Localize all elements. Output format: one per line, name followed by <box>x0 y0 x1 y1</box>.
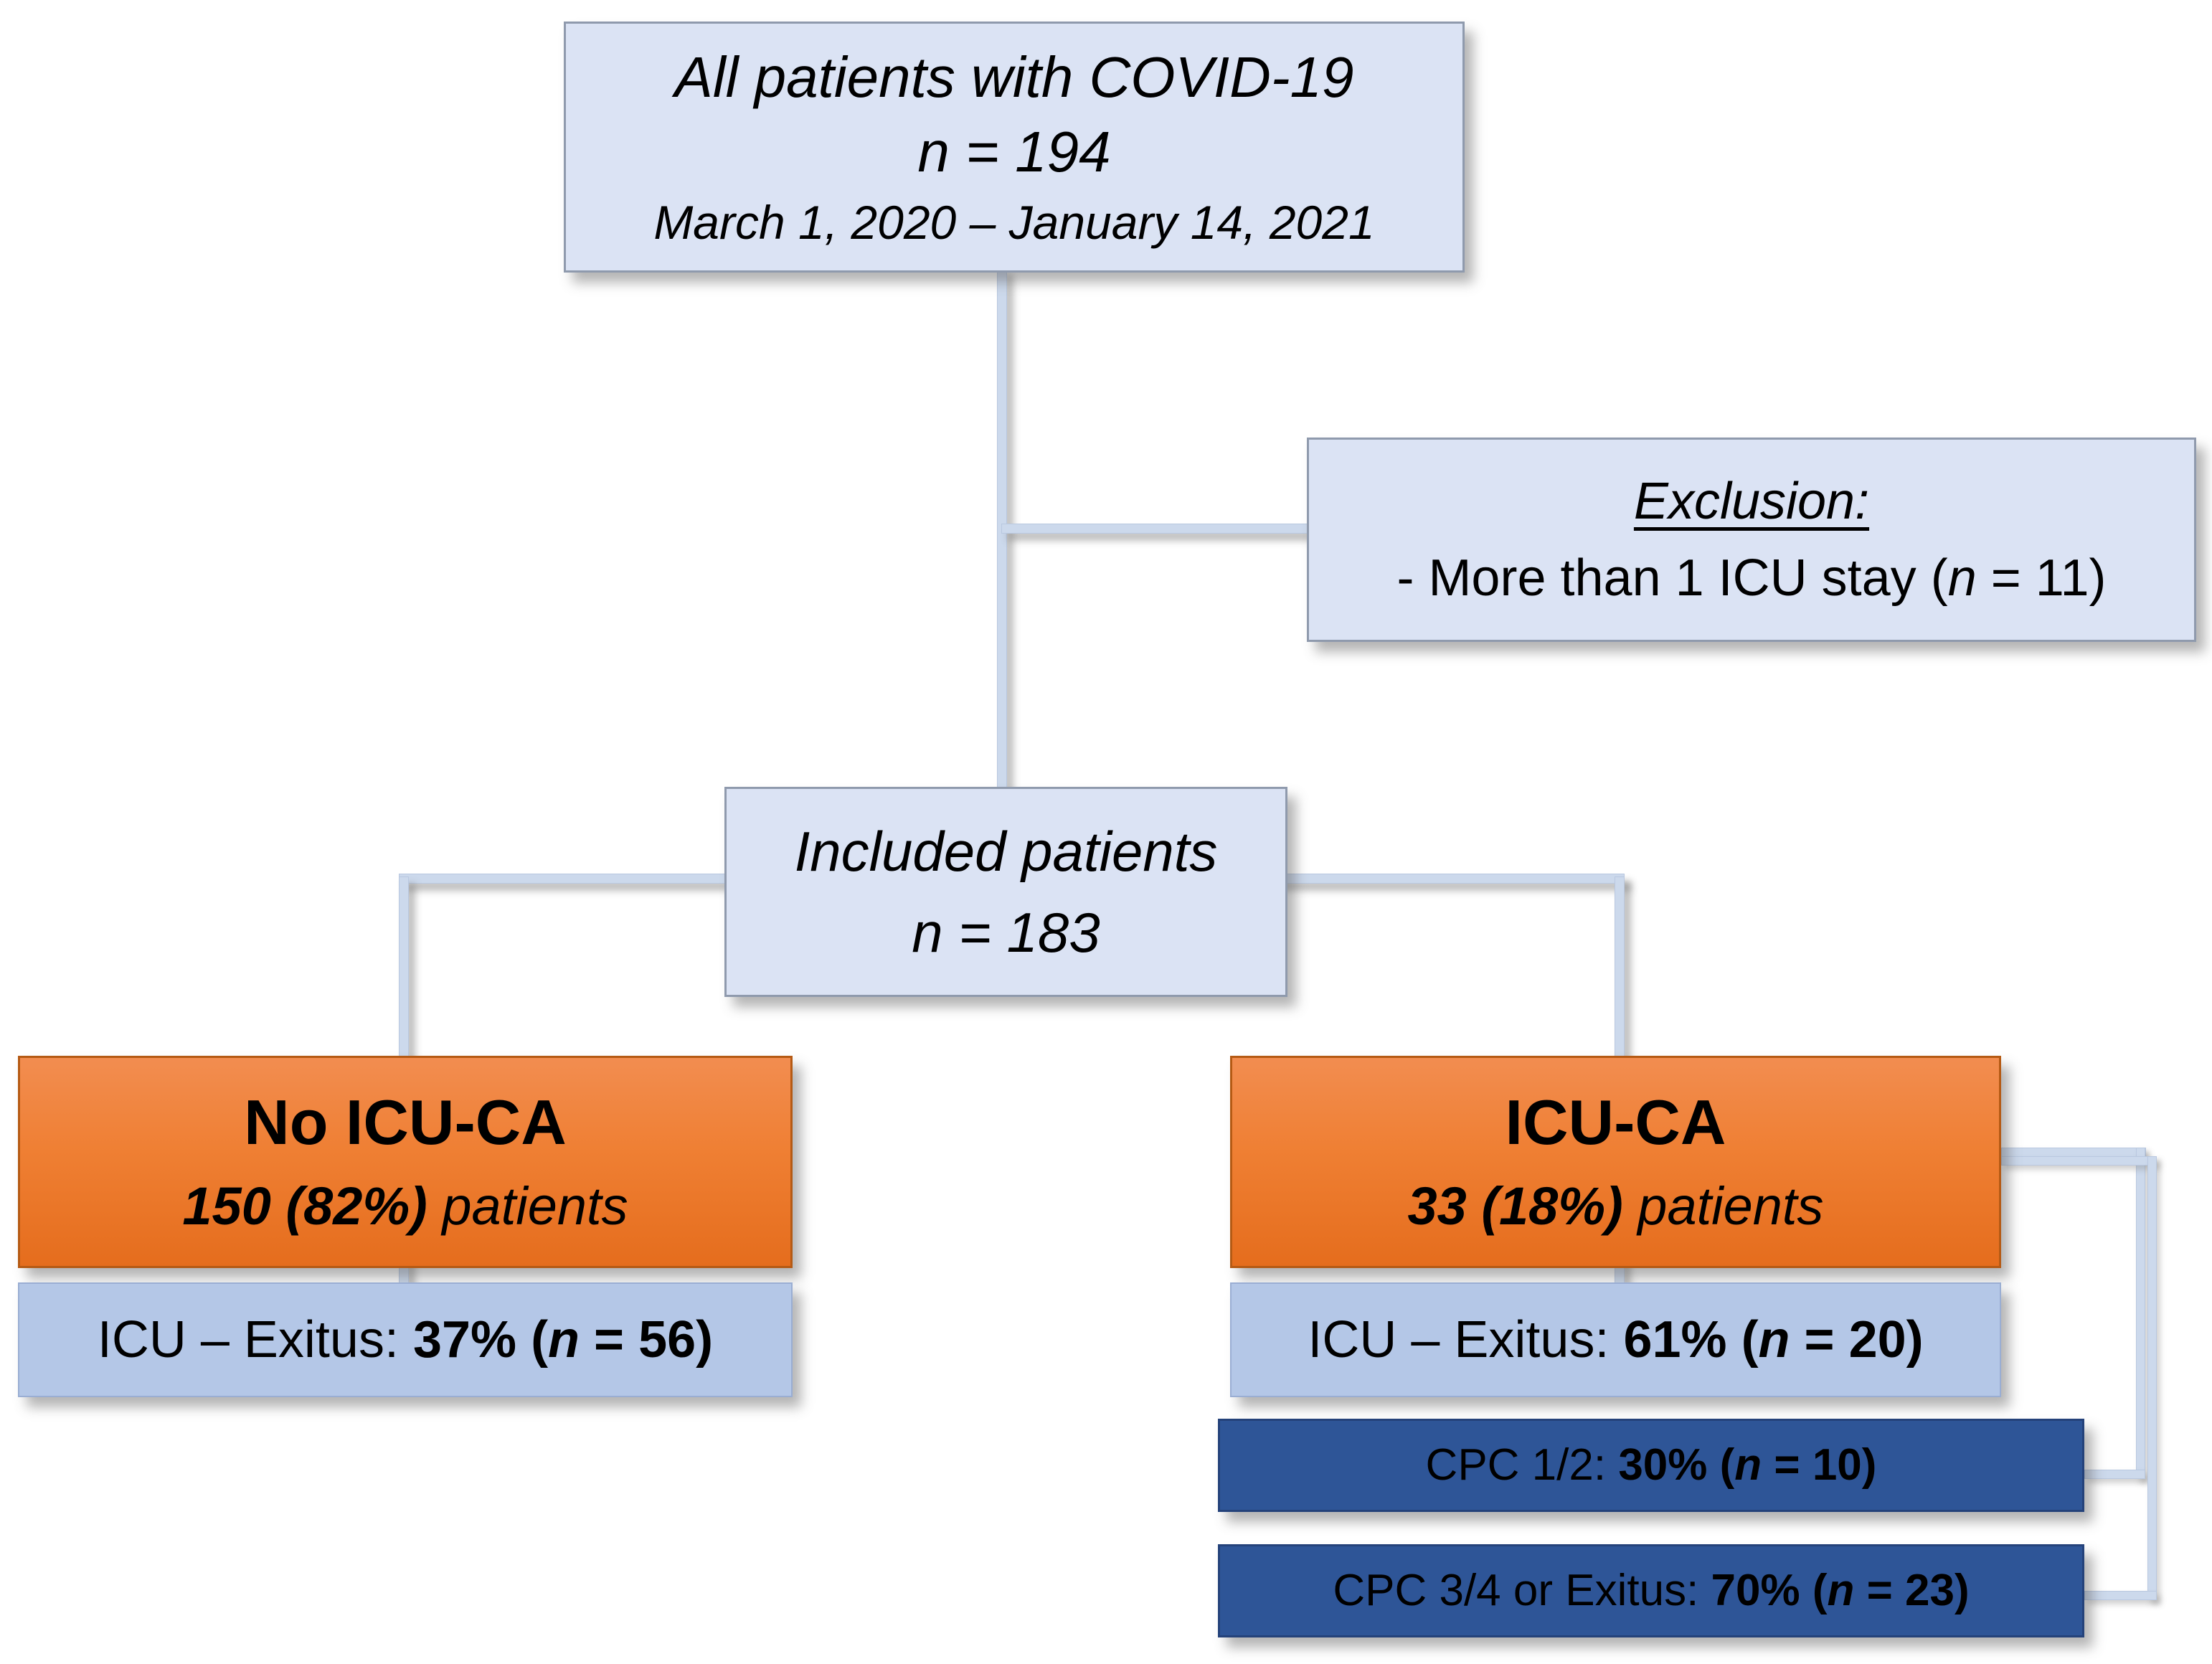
exitus-no-icuca-n: n <box>548 1311 580 1368</box>
box-cpc-poor: CPC 3/4 or Exitus: 70% (n = 23) <box>1218 1544 2084 1637</box>
connector-exclusion-horizontal <box>1001 524 1314 534</box>
bracket-outer-horizontal-top <box>2001 1156 2157 1166</box>
no-icuca-title: No ICU-CA <box>244 1087 567 1158</box>
included-title: Included patients <box>794 820 1218 884</box>
exclusion-item-n: n <box>1947 549 1977 608</box>
box-icuca: ICU-CA 33 (18%) patients <box>1230 1056 2001 1268</box>
box-cpc-good: CPC 1/2: 30% (n = 10) <box>1218 1419 2084 1512</box>
bracket-outer-horizontal-bottom <box>2084 1591 2157 1600</box>
bracket-inner-horizontal-bottom <box>2084 1470 2145 1479</box>
exitus-icuca-label: ICU – Exitus: <box>1308 1311 1624 1368</box>
exclusion-heading: Exclusion: <box>1633 472 1870 530</box>
no-icuca-stat: 150 (82%) patients <box>182 1176 628 1236</box>
box-exitus-icuca: ICU – Exitus: 61% (n = 20) <box>1230 1282 2001 1397</box>
bracket-outer-vertical <box>2147 1156 2157 1600</box>
cpc-poor-n: n <box>1827 1566 1855 1615</box>
all-patients-dates: March 1, 2020 – January 14, 2021 <box>653 195 1375 249</box>
all-patients-title: All patients with COVID-19 <box>674 44 1354 109</box>
exclusion-item: - More than 1 ICU stay (n = 11) <box>1396 549 2107 608</box>
icuca-stat: 33 (18%) patients <box>1407 1176 1824 1236</box>
box-all-patients: All patients with COVID-19 n = 194 March… <box>564 22 1465 273</box>
box-no-icuca: No ICU-CA 150 (82%) patients <box>18 1056 793 1268</box>
cpc-good-n: n <box>1734 1440 1762 1490</box>
cpc-poor-label: CPC 3/4 or Exitus: <box>1333 1566 1711 1615</box>
included-n: n = 183 <box>912 900 1100 964</box>
bracket-inner-vertical <box>2136 1148 2145 1479</box>
all-patients-n: n = 194 <box>917 120 1111 184</box>
cpc-good-label: CPC 1/2: <box>1425 1440 1619 1490</box>
exitus-icuca-n: n <box>1758 1311 1790 1368</box>
box-exitus-no-icuca: ICU – Exitus: 37% (n = 56) <box>18 1282 793 1397</box>
box-exclusion: Exclusion: - More than 1 ICU stay (n = 1… <box>1307 438 2196 642</box>
box-included-patients: Included patients n = 183 <box>724 787 1287 997</box>
icuca-title: ICU-CA <box>1505 1087 1726 1158</box>
exitus-no-icuca-label: ICU – Exitus: <box>97 1311 413 1368</box>
